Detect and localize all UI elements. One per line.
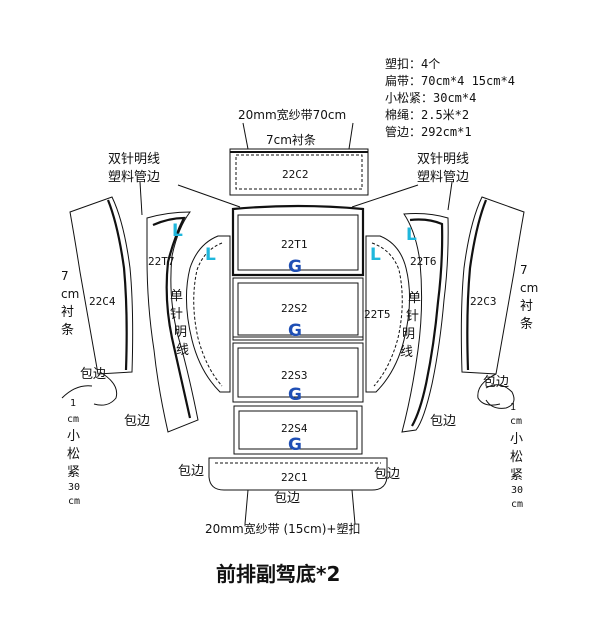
material-line-3: 小松紧：30cm*4 <box>385 91 476 105</box>
diagram-title: 前排副驾底*2 <box>216 562 340 586</box>
material-line-1: 塑扣：4个 <box>385 56 440 71</box>
piece-inner-left <box>185 235 231 393</box>
binding-label-left-outer: 包边 <box>80 367 106 382</box>
right-liner-4: 条 <box>520 316 533 332</box>
right-elastic-label: 1 cm 小 松 紧 30 cm <box>510 402 523 510</box>
piece-22t6: 22T6 <box>401 213 449 433</box>
left-elastic-label: 1 cm 小 松 紧 30 cm <box>67 398 80 507</box>
left-liner-2: cm <box>61 287 79 301</box>
material-line-4: 棉绳：2.5米*2 <box>385 108 469 122</box>
part-label-22t7: 22T7 <box>148 255 175 268</box>
left-elastic-4: 松 <box>67 447 80 462</box>
left-elastic-2: cm <box>67 414 79 425</box>
right-elastic-7: cm <box>511 499 523 510</box>
left-liner-4: 条 <box>61 322 74 338</box>
g-mark-22s2: G <box>288 321 302 341</box>
single-stitch-left-2: 针 <box>170 307 183 322</box>
single-stitch-right-4: 线 <box>400 345 413 360</box>
right-liner-1: 7 <box>520 263 528 277</box>
l-mark-right-inner: L <box>370 245 381 265</box>
piece-22s4: 22S4 G <box>233 405 363 455</box>
left-double-stitch-label: 双针明线 <box>108 152 160 167</box>
g-mark-22s4: G <box>288 435 302 455</box>
part-label-22t1: 22T1 <box>281 238 308 251</box>
single-stitch-right-1: 单 <box>408 291 421 306</box>
right-elastic-1: 1 <box>510 402 516 413</box>
part-label-22c1: 22C1 <box>281 471 308 484</box>
binding-label-left-middle: 包边 <box>124 414 150 429</box>
left-elastic-3: 小 <box>67 429 80 444</box>
part-label-22c2: 22C2 <box>282 168 309 181</box>
part-label-22c4: 22C4 <box>89 295 116 308</box>
part-label-22t6: 22T6 <box>410 255 437 268</box>
material-line-5: 管边：292cm*1 <box>385 124 472 139</box>
single-stitch-right-3: 明 <box>402 327 415 342</box>
part-label-22c3: 22C3 <box>470 295 497 308</box>
top-band-label: 20mm宽纱带70cm <box>238 107 346 122</box>
binding-label-bottom-right: 包边 <box>374 467 400 482</box>
material-line-2: 扁带：70cm*4 15cm*4 <box>385 74 515 88</box>
piece-22c3: 22C3 <box>460 196 525 375</box>
single-stitch-left-1: 单 <box>170 289 183 304</box>
right-elastic-4: 松 <box>510 450 523 465</box>
binding-label-bottom-left: 包边 <box>178 464 204 479</box>
left-liner-label: 7 cm 衬 条 <box>61 269 79 338</box>
right-plastic-piping-label: 塑料管边 <box>417 170 469 185</box>
piece-22t1: 22T1 G <box>231 204 365 277</box>
part-label-22s3: 22S3 <box>281 369 308 382</box>
right-elastic-5: 紧 <box>510 468 523 483</box>
binding-label-bottom-center: 包边 <box>274 491 300 506</box>
single-stitch-left-4: 线 <box>176 343 189 358</box>
part-label-22t5: 22T5 <box>364 308 391 321</box>
top-liner-label: 7cm衬条 <box>266 133 316 147</box>
right-liner-3: 衬 <box>520 299 533 314</box>
left-elastic-6: 30 <box>68 482 80 493</box>
single-stitch-left: 单 针 明 线 <box>170 289 189 358</box>
single-stitch-right-2: 针 <box>406 309 419 324</box>
piece-22c1: 22C1 <box>208 457 388 491</box>
piece-22t7: 22T7 <box>146 211 199 433</box>
right-elastic-3: 小 <box>510 432 523 447</box>
left-elastic-7: cm <box>68 496 80 507</box>
piece-22t5: 22T5 <box>364 235 411 393</box>
left-liner-3: 衬 <box>61 305 74 320</box>
l-mark-left-inner: L <box>205 245 216 265</box>
leader-lines <box>139 122 453 216</box>
left-elastic-5: 紧 <box>67 465 80 480</box>
part-label-22s2: 22S2 <box>281 302 308 315</box>
right-double-stitch-label: 双针明线 <box>417 152 469 167</box>
left-plastic-piping-label: 塑料管边 <box>108 170 160 185</box>
l-mark-right-outer: L <box>406 225 417 245</box>
left-liner-1: 7 <box>61 269 69 283</box>
piece-22s3: 22S3 G <box>232 342 364 405</box>
c1-leaders <box>244 489 356 525</box>
g-mark-22t1: G <box>288 257 302 277</box>
piece-22c2: 22C2 <box>229 148 369 196</box>
right-elastic-2: cm <box>510 416 522 427</box>
part-label-22s4: 22S4 <box>281 422 308 435</box>
single-stitch-left-3: 明 <box>174 325 187 340</box>
g-mark-22s3: G <box>288 385 302 405</box>
right-elastic-6: 30 <box>511 485 523 496</box>
l-mark-left-outer: L <box>172 221 183 241</box>
single-stitch-right: 单 针 明 线 <box>400 291 421 360</box>
piece-22c4: 22C4 <box>69 196 134 375</box>
right-liner-label: 7 cm 衬 条 <box>520 263 538 332</box>
right-liner-2: cm <box>520 281 538 295</box>
bottom-band-note: 20mm宽纱带 (15cm)+塑扣 <box>205 521 360 536</box>
binding-label-right-outer: 包边 <box>483 375 509 390</box>
left-elastic-1: 1 <box>70 398 76 409</box>
piece-22s2: 22S2 G <box>232 277 364 341</box>
binding-label-right-middle: 包边 <box>430 414 456 429</box>
binding-loops <box>61 371 515 409</box>
